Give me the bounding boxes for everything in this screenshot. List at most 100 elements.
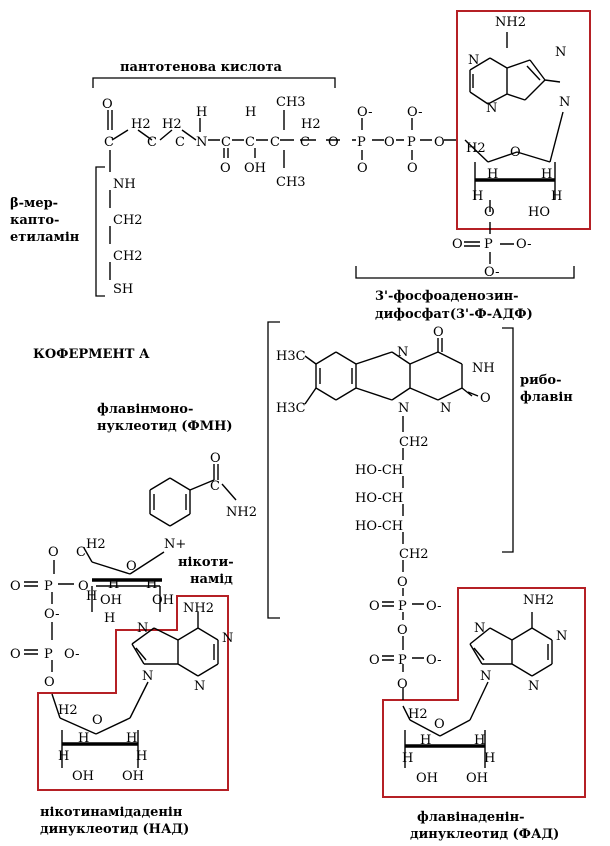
svg-text:H: H <box>146 577 157 592</box>
nad-label-1: нікотинамідаденін <box>40 805 183 820</box>
svg-text:N: N <box>555 45 566 60</box>
svg-text:O: O <box>480 391 491 406</box>
svg-text:P: P <box>407 135 416 150</box>
adenosine-box-fad <box>382 587 586 798</box>
svg-text:O: O <box>510 145 521 160</box>
svg-text:P: P <box>44 579 53 594</box>
riboflavin-label-1: рибо- <box>520 373 561 388</box>
svg-text:C: C <box>104 135 114 150</box>
svg-text:H2: H2 <box>86 537 106 552</box>
svg-text:N: N <box>556 629 567 644</box>
svg-text:C: C <box>245 135 255 150</box>
svg-text:HO-CH: HO-CH <box>355 463 403 478</box>
fad-label-2: динуклеотид (ФАД) <box>410 827 559 842</box>
svg-text:H: H <box>551 189 562 204</box>
svg-text:N: N <box>194 679 205 694</box>
svg-text:H: H <box>484 751 495 766</box>
svg-text:C: C <box>221 135 231 150</box>
svg-text:O: O <box>369 599 380 614</box>
svg-text:OH: OH <box>100 593 122 608</box>
nicotinamide-label-2: намід <box>190 572 233 587</box>
svg-text:O: O <box>433 325 444 340</box>
mercapto-bracket <box>95 166 105 297</box>
mercapto-label-3: етиламін <box>10 230 80 245</box>
pantothenic-bracket <box>92 77 336 88</box>
svg-text:H: H <box>541 167 552 182</box>
svg-text:CH3: CH3 <box>276 175 306 190</box>
svg-text:H: H <box>402 751 413 766</box>
svg-text:C: C <box>300 135 310 150</box>
svg-text:CH2: CH2 <box>399 435 429 450</box>
svg-text:N: N <box>222 631 233 646</box>
svg-text:CH2: CH2 <box>113 249 143 264</box>
svg-text:P: P <box>398 599 407 614</box>
svg-text:P: P <box>484 237 493 252</box>
svg-text:H: H <box>104 611 115 626</box>
svg-text:NH: NH <box>113 177 136 192</box>
nicotinamide-label-1: нікоти- <box>178 555 234 570</box>
nad-structure: O C NH2 N+ O C H2 O H H H OH OH H O P O … <box>10 451 257 784</box>
svg-text:OH: OH <box>122 769 144 784</box>
adp-label-1: 3'-фосфоаденозин- <box>375 289 519 304</box>
svg-text:H: H <box>58 749 69 764</box>
svg-text:O: O <box>48 545 59 560</box>
svg-text:H: H <box>86 589 97 604</box>
svg-text:HO: HO <box>528 205 550 220</box>
svg-text:CH3: CH3 <box>276 95 306 110</box>
svg-text:C: C <box>210 479 220 494</box>
svg-text:C: C <box>270 135 280 150</box>
svg-text:N: N <box>196 135 207 150</box>
svg-text:O: O <box>397 623 408 638</box>
svg-text:H: H <box>126 731 137 746</box>
svg-text:O-: O- <box>44 607 60 622</box>
svg-text:NH2: NH2 <box>495 15 526 30</box>
svg-text:O: O <box>384 135 395 150</box>
svg-text:N: N <box>398 401 409 416</box>
svg-text:O: O <box>397 677 408 692</box>
svg-text:N: N <box>142 669 153 684</box>
svg-text:H3C: H3C <box>276 349 306 364</box>
svg-text:O: O <box>434 135 445 150</box>
svg-text:H: H <box>487 167 498 182</box>
svg-text:O-: O- <box>484 265 500 280</box>
svg-text:O: O <box>44 675 55 690</box>
svg-text:N: N <box>480 669 491 684</box>
nad-label-2: динуклеотид (НАД) <box>40 822 189 837</box>
svg-text:O: O <box>397 575 408 590</box>
svg-text:P: P <box>398 653 407 668</box>
svg-text:O-: O- <box>516 237 532 252</box>
svg-text:H2: H2 <box>301 117 321 132</box>
svg-text:H: H <box>78 731 89 746</box>
svg-text:O: O <box>92 713 103 728</box>
svg-text:O: O <box>10 579 21 594</box>
svg-text:OH: OH <box>152 593 174 608</box>
svg-text:O: O <box>452 237 463 252</box>
svg-text:O-: O- <box>357 105 373 120</box>
svg-text:N: N <box>397 345 408 360</box>
svg-text:H: H <box>472 189 483 204</box>
svg-text:O: O <box>78 579 89 594</box>
svg-text:C: C <box>76 545 86 560</box>
pantothenic-label: пантотенова кислота <box>120 60 283 75</box>
svg-text:SH: SH <box>113 282 133 297</box>
svg-text:P: P <box>357 135 366 150</box>
fmn-label-1: флавінмоно- <box>97 402 193 417</box>
svg-text:O: O <box>369 653 380 668</box>
svg-text:O-: O- <box>64 647 80 662</box>
svg-text:H: H <box>196 105 207 120</box>
coenzyme-a-title: КОФЕРМЕНТ А <box>33 347 150 362</box>
svg-text:N: N <box>559 95 570 110</box>
svg-text:H3C: H3C <box>276 401 306 416</box>
svg-text:H2: H2 <box>466 141 486 156</box>
riboflavin-bracket <box>502 327 514 553</box>
adp-bracket <box>355 266 575 279</box>
svg-text:OH: OH <box>72 769 94 784</box>
svg-text:O: O <box>328 135 339 150</box>
svg-text:H: H <box>420 733 431 748</box>
svg-text:H2: H2 <box>131 117 151 132</box>
fmn-bracket <box>267 321 280 619</box>
svg-text:NH2: NH2 <box>183 601 214 616</box>
flavin-structure: H3C H3C N O NH O N N CH2 HO-CH HO-CH HO-… <box>276 325 567 786</box>
fmn-label-2: нуклеотид (ФМН) <box>97 419 233 434</box>
